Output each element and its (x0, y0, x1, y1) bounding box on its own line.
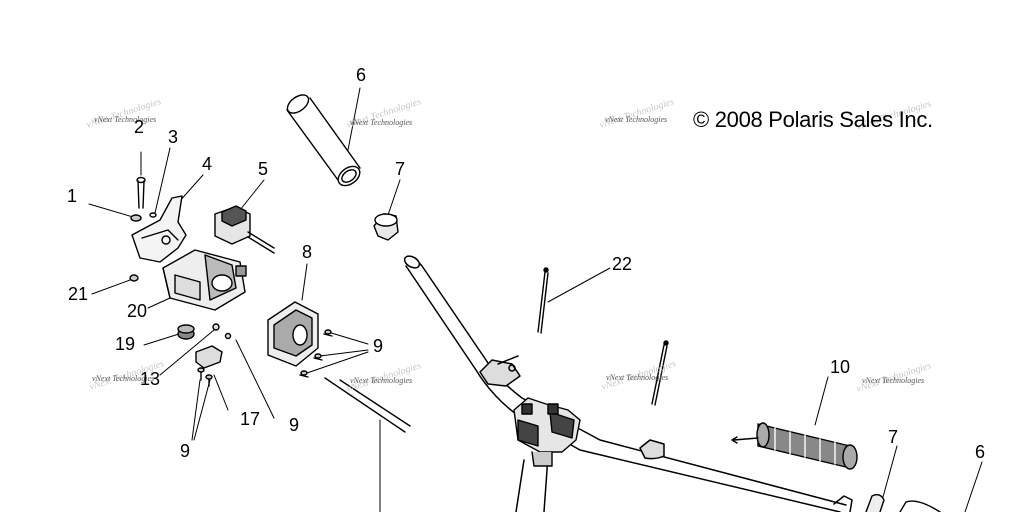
callout-19: 19 (115, 334, 136, 354)
part-5-switch (214, 205, 275, 254)
watermark: vNext Technologies (605, 115, 668, 124)
callout-7-right: 7 (888, 427, 899, 447)
part-17-plate (195, 345, 223, 369)
watermark: vNext Technologies (92, 374, 155, 383)
part-2-bolt (136, 176, 146, 209)
part-6-grip-right (899, 500, 941, 512)
callout-8: 8 (302, 242, 313, 262)
callout-20: 20 (127, 301, 148, 321)
part-21-nut (129, 274, 139, 282)
callout-17: 17 (240, 409, 261, 429)
watermark: vNext Technologies (350, 118, 413, 127)
part-9-screws-left (197, 367, 213, 387)
part-19-cap (177, 324, 195, 340)
part-4-bracket (131, 195, 187, 263)
callout-9-middle: 9 (289, 415, 300, 435)
part-7-bar-end-right (865, 493, 885, 512)
part-9-screws-right (299, 329, 333, 378)
handlebar (403, 255, 853, 512)
part-3-nut (149, 212, 157, 218)
callout-6: 6 (356, 65, 367, 85)
part-1-nut (130, 214, 142, 222)
callout-5: 5 (258, 159, 269, 179)
watermark: vNext Technologies (606, 373, 669, 382)
throttle-cable (324, 377, 411, 433)
callout-4: 4 (202, 154, 213, 174)
callout-9-right: 9 (373, 336, 384, 356)
copyright-notice: © 2008 Polaris Sales Inc. (693, 107, 933, 132)
part-13-screw (212, 323, 220, 331)
part-8-housing (267, 301, 319, 367)
watermark: vNext Technologies (350, 376, 413, 385)
callout-9-left: 9 (180, 441, 191, 461)
callout-6-right: 6 (975, 442, 986, 462)
handlebar-clamp (513, 397, 581, 467)
callout-1: 1 (67, 186, 78, 206)
part-7-bar-end (373, 213, 399, 241)
part-6-grip (286, 94, 361, 187)
callout-2: 2 (134, 117, 145, 137)
watermark: vNext Technologies (862, 376, 925, 385)
callout-21: 21 (68, 284, 89, 304)
callout-22: 22 (612, 254, 633, 274)
watermark: vNext Technologies (94, 115, 157, 124)
callout-3: 3 (168, 127, 179, 147)
callout-7: 7 (395, 159, 406, 179)
callout-13: 13 (140, 369, 161, 389)
callout-10: 10 (830, 357, 851, 377)
part-10-grip (731, 422, 858, 470)
part-20-housing (162, 249, 247, 311)
part-22-strap (537, 267, 669, 406)
